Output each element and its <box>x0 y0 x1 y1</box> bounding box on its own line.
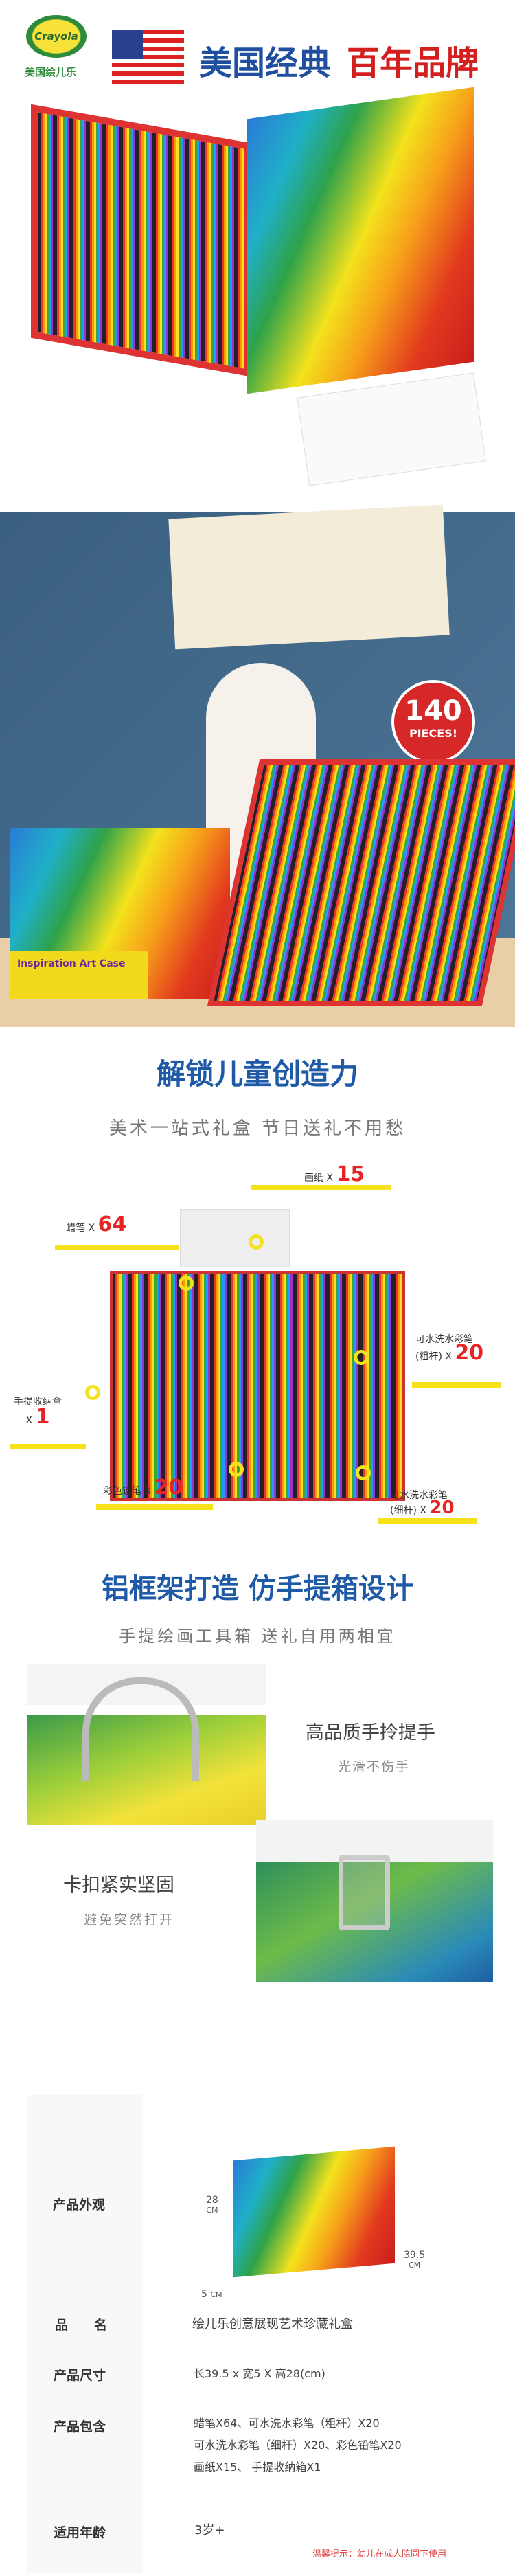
handle-subtitle: 光滑不伤手 <box>338 1759 411 1774</box>
spec-label-contents: 产品包含 <box>54 2419 106 2434</box>
contents-title: 解锁儿童创造力 <box>156 1057 358 1091</box>
header-title-blue: 美国经典 <box>199 44 332 82</box>
handle-title: 高品质手拎提手 <box>306 1722 435 1743</box>
handle-image <box>27 1664 266 1825</box>
safety-note: 温馨提示：幼儿在成人陪同下使用 <box>312 2549 447 2560</box>
appearance-label: 产品外观 <box>53 2197 106 2213</box>
paper-image <box>180 1209 290 1267</box>
us-flag-icon <box>112 30 184 85</box>
product-box-image <box>233 2146 395 2278</box>
latch-image <box>256 1820 493 1982</box>
contents-subtitle: 美术一站式礼盒 节日送礼不用愁 <box>108 1118 407 1139</box>
header-title-red: 百年品牌 <box>347 44 479 82</box>
latch-subtitle: 避免突然打开 <box>84 1912 175 1928</box>
hero-product-image <box>0 87 515 495</box>
pieces-badge: 140 PIECES! <box>391 680 475 764</box>
lifestyle-photo: 140 PIECES! Inspiration Art Case <box>0 504 515 1027</box>
spec-label-size: 产品尺寸 <box>54 2368 106 2383</box>
spec-label-age: 适用年龄 <box>54 2525 106 2540</box>
design-title: 铝框架打造 仿手提箱设计 <box>102 1573 413 1605</box>
spec-value-name: 绘儿乐创意展现艺术珍藏礼盒 <box>192 2317 353 2331</box>
crayola-logo: Crayola <box>26 15 87 58</box>
latch-title: 卡扣紧实坚固 <box>63 1875 174 1896</box>
spec-value-size: 长39.5 x 宽5 X 高28(cm) <box>194 2367 325 2380</box>
spec-label-name: 品 名 <box>55 2318 108 2333</box>
logo-cn: 美国绘儿乐 <box>25 66 77 78</box>
logo-text: Crayola <box>34 30 78 43</box>
spec-value-age: 3岁+ <box>194 2523 225 2538</box>
box-name: Inspiration Art Case <box>17 958 126 969</box>
design-subtitle: 手提绘画工具箱 送礼自用两相宜 <box>119 1627 396 1646</box>
open-case-image <box>110 1271 405 1501</box>
